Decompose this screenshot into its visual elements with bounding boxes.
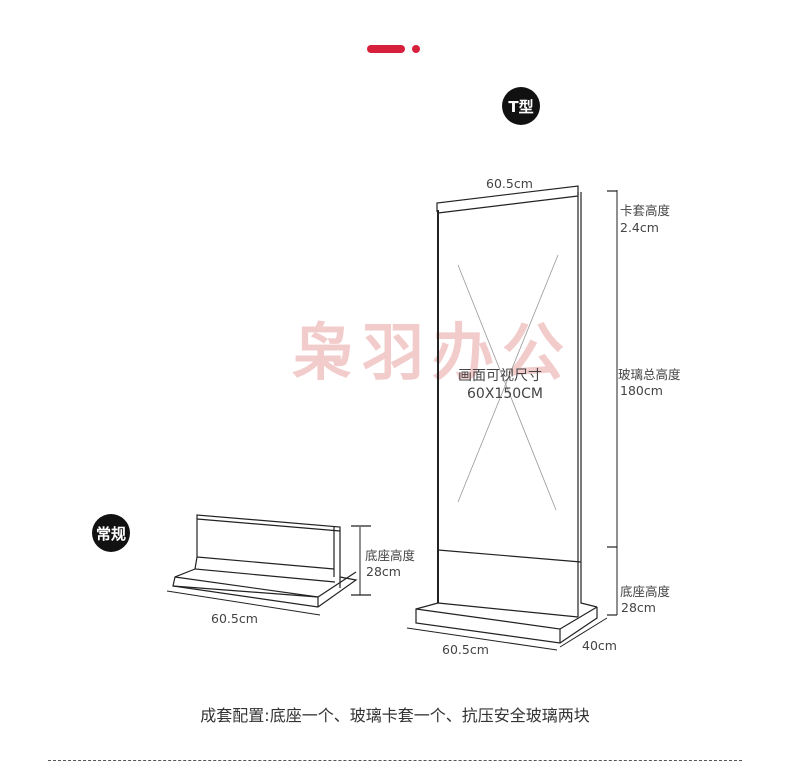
t-glass-label: 玻璃总高度 — [618, 367, 681, 382]
t-cap-label: 卡套高度 — [620, 203, 671, 218]
t-bottom-width: 60.5cm — [442, 642, 489, 657]
dashed-divider — [48, 760, 742, 761]
regular-base-label: 底座高度 — [365, 548, 416, 563]
regular-stand-drawing — [166, 514, 371, 616]
regular-badge: 常规 — [92, 514, 130, 552]
regular-base-value: 28cm — [366, 564, 401, 579]
t-glass-value: 180cm — [620, 383, 663, 398]
t-top-width: 60.5cm — [486, 176, 533, 191]
decorative-dot — [412, 45, 420, 53]
t-depth: 40cm — [582, 638, 617, 653]
t-type-badge: T型 — [502, 87, 540, 125]
t-cap-value: 2.4cm — [620, 220, 659, 235]
t-stand-drawing — [406, 185, 618, 651]
t-base-value: 28cm — [621, 600, 656, 615]
t-visible-value: 60X150CM — [467, 386, 543, 402]
configuration-caption: 成套配置:底座一个、玻璃卡套一个、抗压安全玻璃两块 — [200, 706, 590, 725]
t-base-label: 底座高度 — [620, 584, 671, 599]
t-visible-label: 画面可视尺寸 — [458, 368, 542, 384]
regular-bottom-width: 60.5cm — [211, 611, 258, 626]
decorative-bar — [367, 45, 405, 53]
